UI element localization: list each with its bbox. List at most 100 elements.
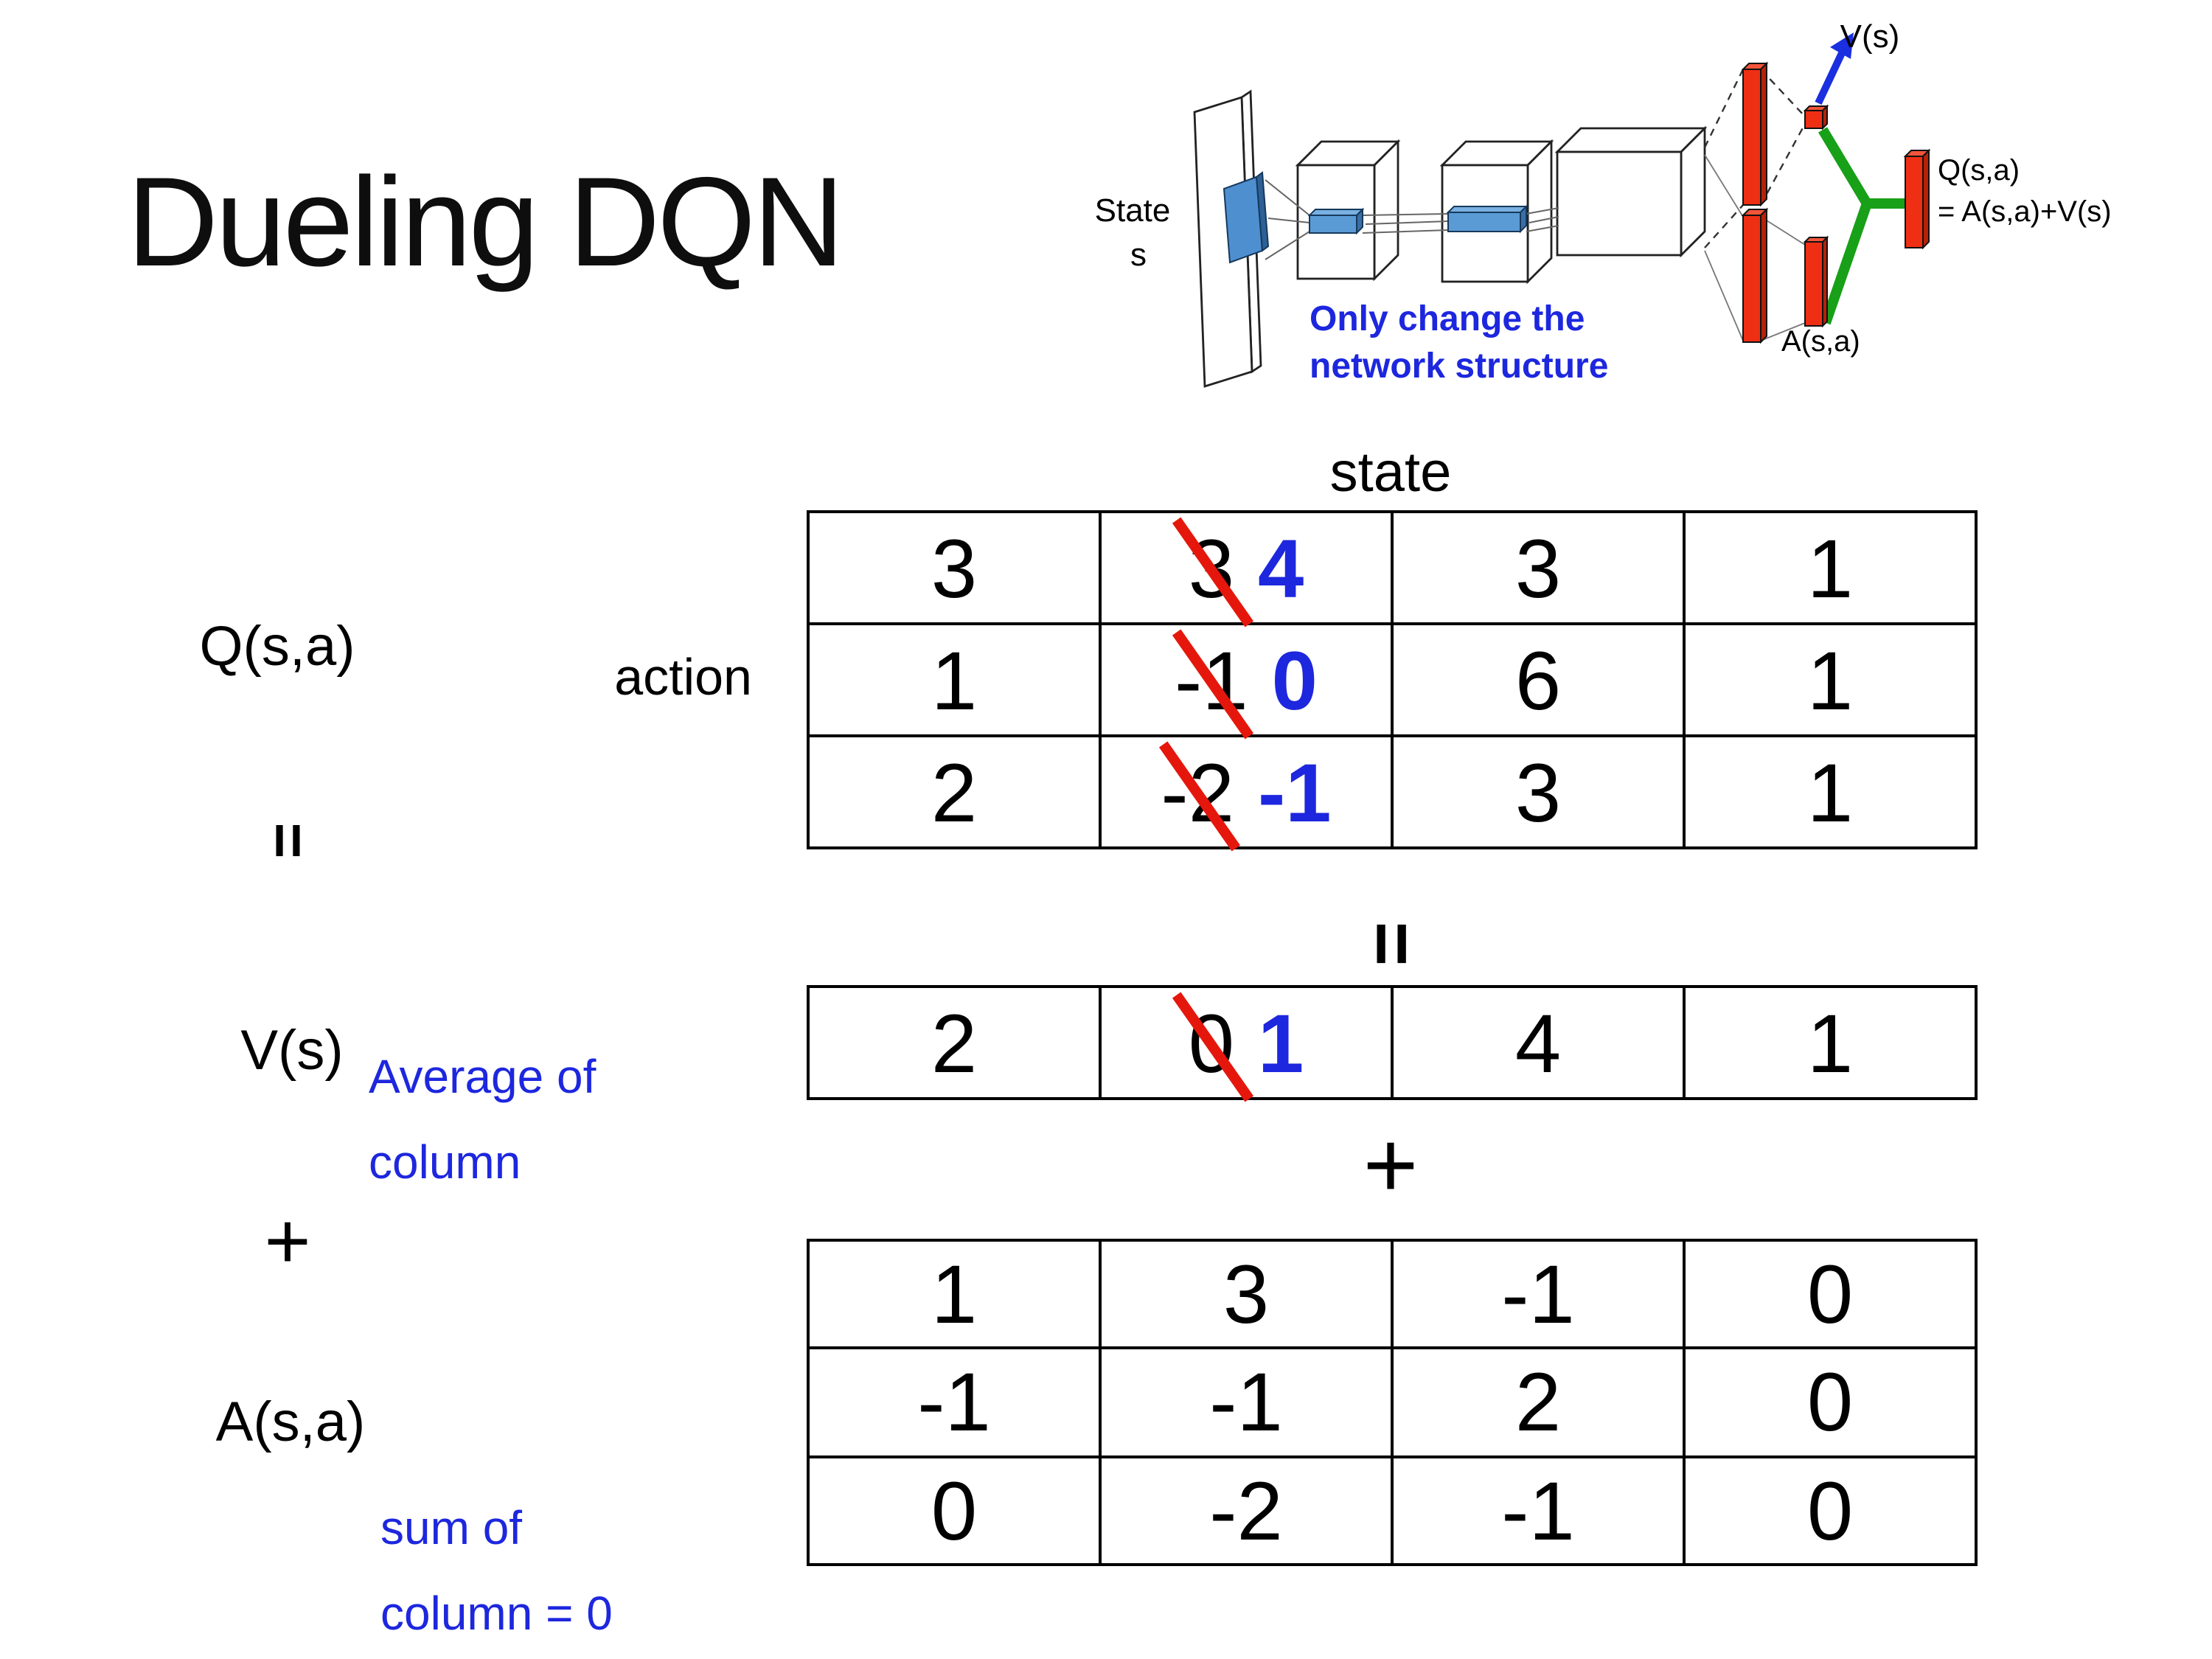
plus-sign-left: + (264, 1197, 311, 1286)
red-strike (1172, 629, 1254, 740)
cell-value: -1 (1501, 1248, 1575, 1341)
state-label-line2: s (1130, 237, 1147, 273)
crossed-out-value: 0 (1172, 992, 1254, 1102)
fc-bar-upper (1741, 61, 1769, 207)
matrix-cell: 0 (1686, 1350, 1975, 1455)
cell-value: -1 (917, 1355, 991, 1449)
sum-note-line2: column = 0 (380, 1587, 613, 1640)
matrix-cell: -2-1 (1102, 737, 1394, 852)
q-output-label-line1: Q(s,a) (1938, 154, 2020, 187)
red-strike (1159, 741, 1241, 852)
matrix-cell: 34 (1102, 513, 1394, 627)
fc-bar-lower (1741, 207, 1769, 344)
slide-title: Dueling DQN (127, 152, 844, 293)
matrix-cell: 2 (810, 737, 1102, 846)
matrix-cell: -1 (1102, 1349, 1394, 1455)
cell-value: 1 (1806, 633, 1854, 726)
matrix-cell: 1 (1686, 737, 1975, 846)
state-value-vector: 2 01 4 1 (807, 985, 1978, 1102)
cell-value: 1 (931, 633, 978, 726)
advantage-vector-bar (1803, 235, 1829, 328)
crossed-out-value: 3 (1172, 517, 1254, 627)
cell-value: 0 (1806, 1464, 1854, 1557)
crossed-out-value: -2 (1159, 741, 1241, 852)
equals-glyph: = (254, 822, 323, 859)
q-output-bar (1903, 148, 1931, 250)
cell-value: 4 (1514, 996, 1562, 1089)
equals-sign-center: = (1317, 894, 1464, 994)
matrix-row: 33431 (810, 513, 1975, 627)
matrix-cell: 3 (1102, 1242, 1394, 1347)
q-matrix-label: Q(s,a) (199, 616, 355, 678)
matrix-cell: 1 (1686, 513, 1975, 622)
sum-note-line1: sum of (380, 1501, 523, 1554)
cell-value: 1 (931, 1248, 978, 1341)
matrix-cell: 2 (1394, 1349, 1686, 1455)
cell-value: 6 (1514, 633, 1562, 726)
red-strike (1172, 517, 1254, 627)
cell-value: 1 (1806, 521, 1854, 614)
feature-bar-1 (1307, 207, 1365, 235)
matrix-cell: 0 (1686, 1458, 1975, 1563)
diagram-note-line1: Only change the (1310, 299, 1585, 338)
matrix-cell: 3 (810, 513, 1102, 622)
matrix-row: 0 -2 -1 0 (810, 1458, 1975, 1563)
matrix-cell: 1 (810, 1242, 1102, 1347)
cell-value: 0 (1806, 1355, 1854, 1449)
merge-link (1818, 127, 1908, 325)
cell-value: 2 (931, 745, 978, 838)
cell-value: 0 (1806, 1248, 1854, 1341)
matrix-cell: -1 (1394, 1458, 1686, 1563)
matrix-row: 1 3 -1 0 (810, 1242, 1975, 1350)
cell-value: 0 (931, 1464, 978, 1557)
matrix-row: 1 -10 6 1 (810, 625, 1975, 740)
matrix-cell: -2 (1102, 1458, 1394, 1563)
value-stream-dashed-lines (1703, 69, 1806, 248)
cell-value: 2 (931, 996, 978, 1089)
cell-value: 1 (1806, 996, 1854, 1089)
value-output-label: V(s) (1840, 18, 1900, 55)
sum-of-column-note: sum of column = 0 (380, 1485, 613, 1656)
matrix-cell: 1 (1686, 625, 1975, 734)
matrix-cell: 0 (810, 1458, 1102, 1563)
v-vector-label: V(s) (240, 1020, 344, 1082)
matrix-cell: 1 (1686, 988, 1975, 1097)
red-strike (1172, 992, 1254, 1102)
state-axis-label: state (1329, 442, 1452, 504)
cell-value: 3 (931, 521, 978, 614)
advantage-output-label: A(s,a) (1781, 325, 1860, 358)
conv-filter-1 (1222, 171, 1270, 264)
cell-value: 3 (1514, 745, 1562, 838)
matrix-cell: 3 (1394, 737, 1686, 846)
corrected-value: 4 (1258, 521, 1304, 614)
average-note-line2: column (369, 1135, 521, 1189)
matrix-cell: 2 (810, 988, 1102, 1097)
dueling-network-diagram: State s V(s) Q(s,a) = A(s,a)+V(s) A(s,a)… (1095, 18, 2112, 388)
conv-box-3 (1554, 125, 1708, 258)
matrix-cell: 3 (1394, 513, 1686, 622)
matrix-cell: -1 (810, 1349, 1102, 1455)
cell-value: 3 (1222, 1248, 1270, 1341)
value-arrow (1815, 32, 1854, 105)
state-label-line1: State (1095, 192, 1171, 229)
matrix-cell: 01 (1102, 988, 1394, 1102)
matrix-cell: -10 (1102, 625, 1394, 740)
matrix-cell: 1 (810, 625, 1102, 734)
cell-value: 1 (1806, 745, 1854, 838)
corrected-value: 0 (1271, 633, 1318, 726)
matrix-row: 2 -2-1 3 1 (810, 737, 1975, 852)
equals-sign-left: = (214, 796, 361, 885)
matrix-cell: -1 (1394, 1242, 1686, 1347)
conv-connection-lines (1265, 179, 1559, 260)
feature-bar-2 (1446, 204, 1528, 234)
corrected-value: -1 (1258, 745, 1332, 838)
average-of-column-note: Average of column (369, 1034, 596, 1205)
matrix-cell: 4 (1394, 988, 1686, 1097)
q-output-label-line2: = A(s,a)+V(s) (1938, 195, 2112, 228)
cell-value: 3 (1514, 521, 1562, 614)
value-scalar-node (1803, 104, 1829, 131)
cell-value: -2 (1209, 1464, 1283, 1557)
